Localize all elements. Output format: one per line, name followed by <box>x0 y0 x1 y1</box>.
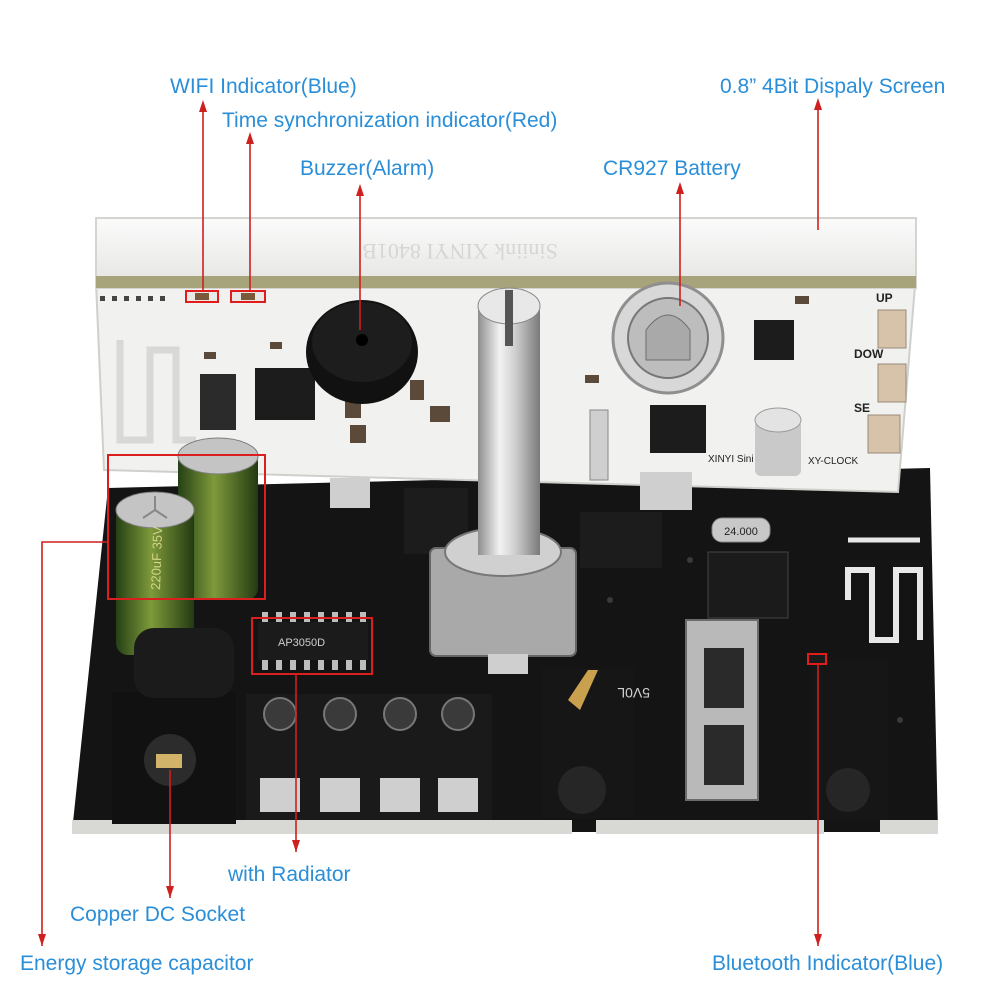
callout-wifi-indicator: WIFI Indicator(Blue) <box>170 75 357 98</box>
usb-label: 5V0L <box>617 685 650 701</box>
callout-dc-socket: Copper DC Socket <box>70 903 246 926</box>
callout-energy-capacitor: Energy storage capacitor <box>20 952 254 975</box>
label-clock: XY-CLOCK <box>808 456 859 467</box>
small-electrolytic-capacitor <box>754 407 802 476</box>
driver-ic: AP3050D <box>251 612 373 675</box>
label-brand-small: XINYI Sini <box>708 454 754 465</box>
callout-time-sync-indicator: Time synchronization indicator(Red) <box>222 109 558 132</box>
label-set: SE <box>854 401 870 415</box>
callout-battery: CR927 Battery <box>603 157 741 180</box>
label-up: UP <box>876 291 893 305</box>
dc-socket <box>112 628 236 824</box>
audio-jack-right <box>812 660 888 820</box>
bluetooth-led-marker <box>807 653 827 665</box>
driver-ic-highlight-box <box>251 617 373 675</box>
callout-bluetooth-indicator: Bluetooth Indicator(Blue) <box>712 952 944 975</box>
energy-storage-capacitors: 220uF 35V <box>107 437 266 655</box>
callout-buzzer: Buzzer(Alarm) <box>300 157 435 180</box>
label-down: DOW <box>854 347 884 361</box>
coin-battery <box>611 281 725 395</box>
display-silkscreen-text: Siniink XINYI 8401B <box>362 239 558 264</box>
rotary-encoder <box>429 287 577 674</box>
bluetooth-module: 24.000 <box>707 517 789 619</box>
audio-jack-left <box>542 668 634 818</box>
crystal-marking: 24.000 <box>724 526 758 538</box>
capacitor-marking: 220uF 35V <box>148 526 165 590</box>
callout-display-screen: 0.8” 4Bit Dispaly Screen <box>720 75 946 98</box>
callout-radiator: with Radiator <box>228 863 351 886</box>
driver-ic-marking: AP3050D <box>278 637 325 649</box>
bluetooth-antenna-trace <box>845 537 923 643</box>
buzzer <box>306 300 418 404</box>
usb-port: 5V0L <box>617 619 759 801</box>
terminal-blocks <box>246 694 492 820</box>
leader-lines <box>38 98 822 946</box>
capacitor-highlight-box <box>107 454 266 600</box>
button-column: UP DOW SE <box>854 291 907 454</box>
